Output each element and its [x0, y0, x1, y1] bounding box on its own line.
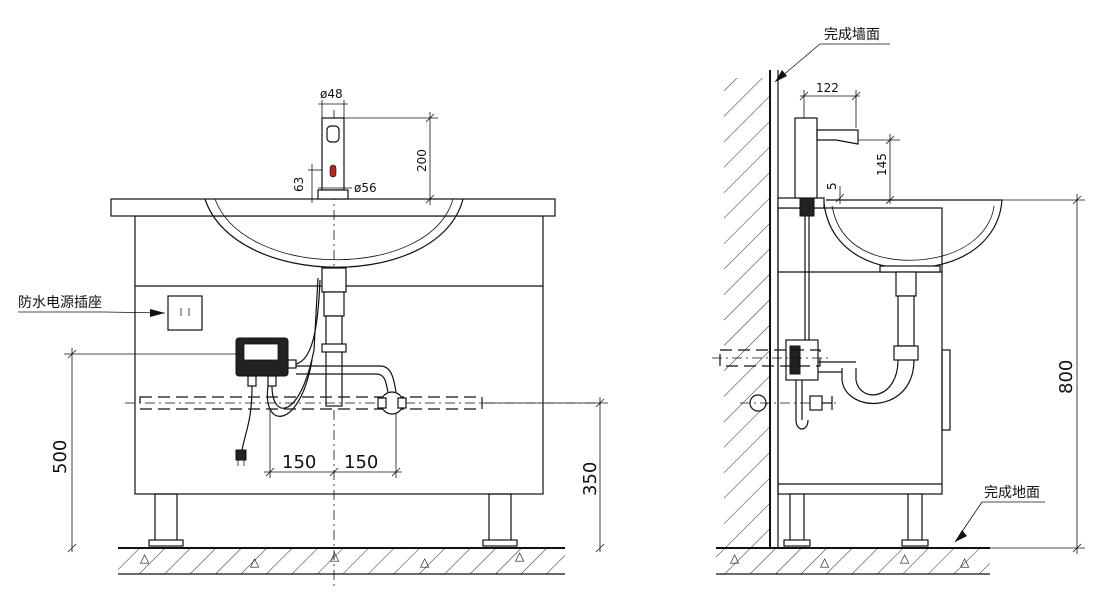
- side-view: 完成墙面 △ △ △ △ 完成地面: [712, 27, 1085, 575]
- waterproof-socket: [167, 295, 203, 331]
- finished-wall: [724, 70, 779, 548]
- side-faucet: [794, 117, 859, 340]
- angle-valve: [377, 391, 407, 415]
- dim-spout-reach: 122: [816, 81, 839, 95]
- socket-leader: 防水电源插座: [18, 295, 166, 317]
- cabinet-legs: [148, 493, 518, 547]
- side-dimensions: 122 145 5 800: [799, 81, 1085, 554]
- dim-sensor-height: 63: [292, 177, 306, 192]
- dim-spout-rise: 145: [875, 153, 889, 176]
- side-control-box: [712, 339, 830, 430]
- svg-text:△: △: [900, 551, 910, 565]
- svg-text:△: △: [730, 551, 740, 565]
- dim-basin-height: 800: [1056, 360, 1077, 394]
- sensor-faucet: [317, 117, 349, 200]
- svg-text:△: △: [515, 549, 525, 563]
- socket-label: 防水电源插座: [18, 295, 102, 311]
- countertop: [110, 198, 556, 217]
- dim-left-offset: 150: [282, 452, 316, 473]
- control-box: [235, 337, 297, 387]
- svg-text:△: △: [140, 551, 150, 565]
- front-view: △ △ △ △ △: [18, 87, 608, 588]
- side-valve: [740, 394, 838, 412]
- side-cabinet: [777, 207, 951, 547]
- side-drain-trap: [818, 271, 919, 404]
- dim-right-offset: 150: [344, 452, 378, 473]
- svg-text:△: △: [250, 555, 260, 569]
- svg-text:△: △: [820, 555, 830, 569]
- svg-text:△: △: [330, 549, 340, 563]
- dim-valve-height: 350: [580, 462, 601, 496]
- dim-gap: 5: [825, 182, 839, 190]
- floor-label: 完成地面: [984, 485, 1040, 501]
- wall-label: 完成墙面: [824, 27, 880, 43]
- front-floor: △ △ △ △ △: [118, 547, 565, 575]
- wall-leader: 完成墙面: [774, 27, 890, 83]
- dim-pipe-height: 500: [50, 440, 71, 474]
- dim-base-diameter: ø56: [354, 181, 377, 195]
- floor-leader: 完成地面: [954, 485, 1045, 543]
- supply-hose: [296, 365, 397, 393]
- dim-spout-height: 200: [415, 149, 429, 172]
- front-dimensions: ø48 200 63 ø56 150 150: [50, 87, 608, 553]
- front-drain-pipe: [321, 267, 347, 407]
- dim-spout-diameter: ø48: [320, 87, 343, 101]
- side-floor: △ △ △ △: [716, 547, 990, 575]
- svg-text:△: △: [960, 555, 970, 569]
- svg-text:△: △: [420, 555, 430, 569]
- basin-bowl: [204, 198, 464, 268]
